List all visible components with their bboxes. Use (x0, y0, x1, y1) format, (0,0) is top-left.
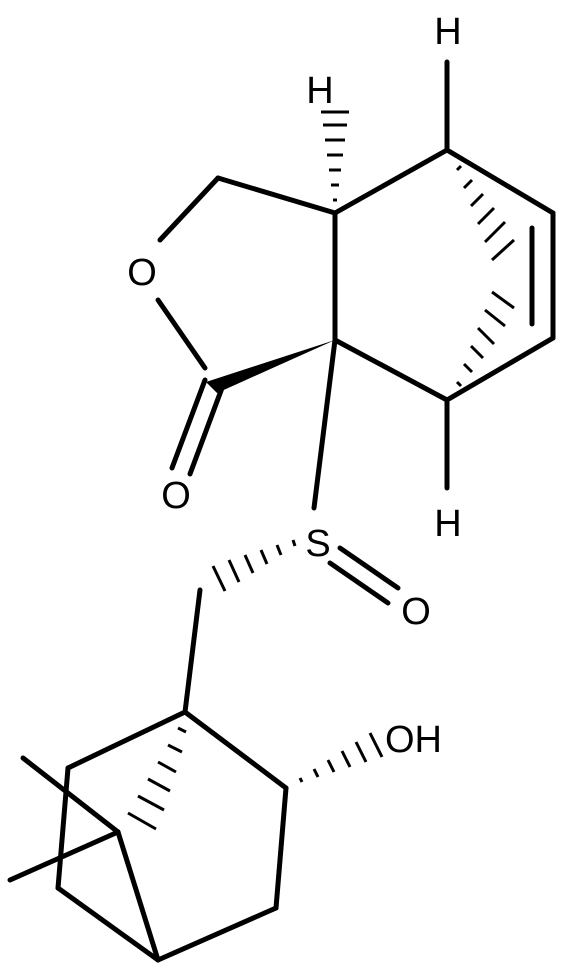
atom-o-ring: O (127, 252, 157, 294)
bond-c7-me2 (7, 829, 121, 883)
atom-h-bottom: H (434, 503, 461, 545)
bond-c5-c4 (55, 885, 161, 963)
bold-wedge-cb-carbonyl (206, 340, 335, 393)
bond-cb-bridgehead-bottom (332, 337, 450, 403)
bond-ch2-o (157, 175, 221, 243)
bond-c6-c5 (55, 765, 71, 891)
atom-labels: H H O O H S O OH (127, 11, 462, 761)
atom-h-upper-left: H (306, 70, 333, 112)
wedge-bonds (206, 340, 335, 393)
bond-top-alkene (444, 147, 556, 216)
bond-o-c-carbonyl (155, 297, 208, 371)
bond-c3-c4 (155, 905, 279, 963)
bond-co-2 (187, 385, 225, 477)
atom-oh: OH (385, 719, 442, 761)
bond-ch2-c1 (182, 587, 203, 715)
bond-c2-c3 (273, 785, 289, 911)
bond-co-1 (169, 377, 208, 471)
hash-bonds (127, 110, 516, 831)
atom-o-sulfinyl: O (401, 591, 431, 633)
bond-so-2 (327, 560, 391, 606)
bond-bottom-alkene (444, 335, 556, 403)
bonds (7, 59, 556, 963)
bond-c1-c2 (182, 709, 289, 791)
bond-ch2-ca (215, 175, 338, 216)
bond-c1-c6 (65, 709, 188, 771)
bond-c7-me1 (20, 755, 121, 835)
bond-c7-c4 (115, 829, 161, 963)
bond-cb-s (311, 337, 338, 511)
atom-s: S (305, 523, 330, 565)
atom-h-top: H (434, 11, 461, 53)
bond-so-1 (337, 545, 401, 591)
atom-o-carbonyl: O (161, 475, 191, 517)
bond-ca-bridgehead-top (332, 147, 450, 216)
